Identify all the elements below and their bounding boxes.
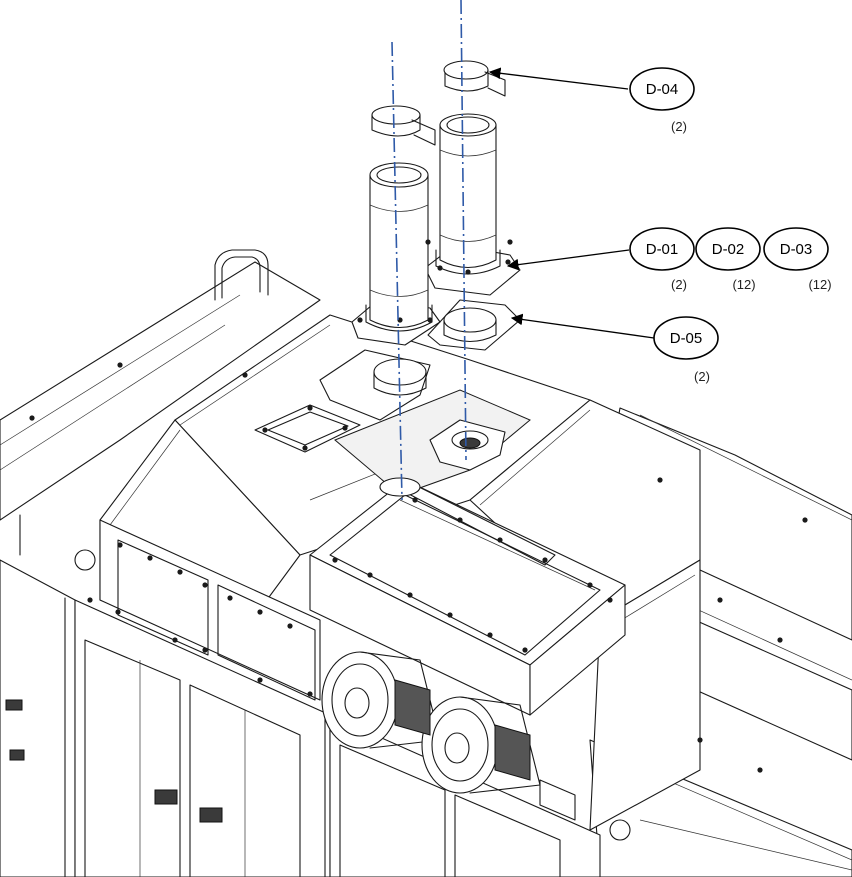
center-axes: [391, 0, 467, 501]
leader-line-d01: [506, 249, 630, 271]
balloon-d03: [763, 227, 829, 271]
balloon-label-d03: D-03: [780, 241, 813, 258]
callout-d02: D-02 (12): [695, 227, 761, 292]
machine-housing: [0, 249, 852, 877]
callout-d04: D-04 (2): [488, 67, 695, 134]
quantity-d04: (2): [671, 119, 687, 134]
balloon-d02: [695, 227, 761, 271]
balloon-label-d01: D-01: [646, 241, 679, 258]
balloon-d05: [653, 316, 719, 360]
balloon-label-d02: D-02: [712, 241, 745, 258]
exhaust-pipe-right: [435, 60, 506, 275]
quantity-d02: (12): [732, 277, 755, 292]
bolt-markers: [29, 239, 808, 773]
fan-housings: [321, 651, 541, 794]
exhaust-pipe-left: [365, 105, 436, 332]
center-axis-right: [460, 0, 467, 461]
leader-line-d05: [510, 313, 655, 339]
leader-line-d04: [488, 67, 629, 90]
callout-d01: D-01 (2): [506, 227, 695, 292]
balloon-label-d05: D-05: [670, 330, 703, 347]
quantity-d03: (12): [808, 277, 831, 292]
callout-d05: D-05 (2): [510, 313, 719, 384]
balloon-d01: [629, 227, 695, 271]
balloon-d04: [629, 67, 695, 111]
center-axis-left: [391, 41, 403, 501]
quantity-d05: (2): [694, 369, 710, 384]
balloon-label-d04: D-04: [646, 81, 679, 98]
callout-d03: D-03 (12): [763, 227, 832, 292]
quantity-d01: (2): [671, 277, 687, 292]
